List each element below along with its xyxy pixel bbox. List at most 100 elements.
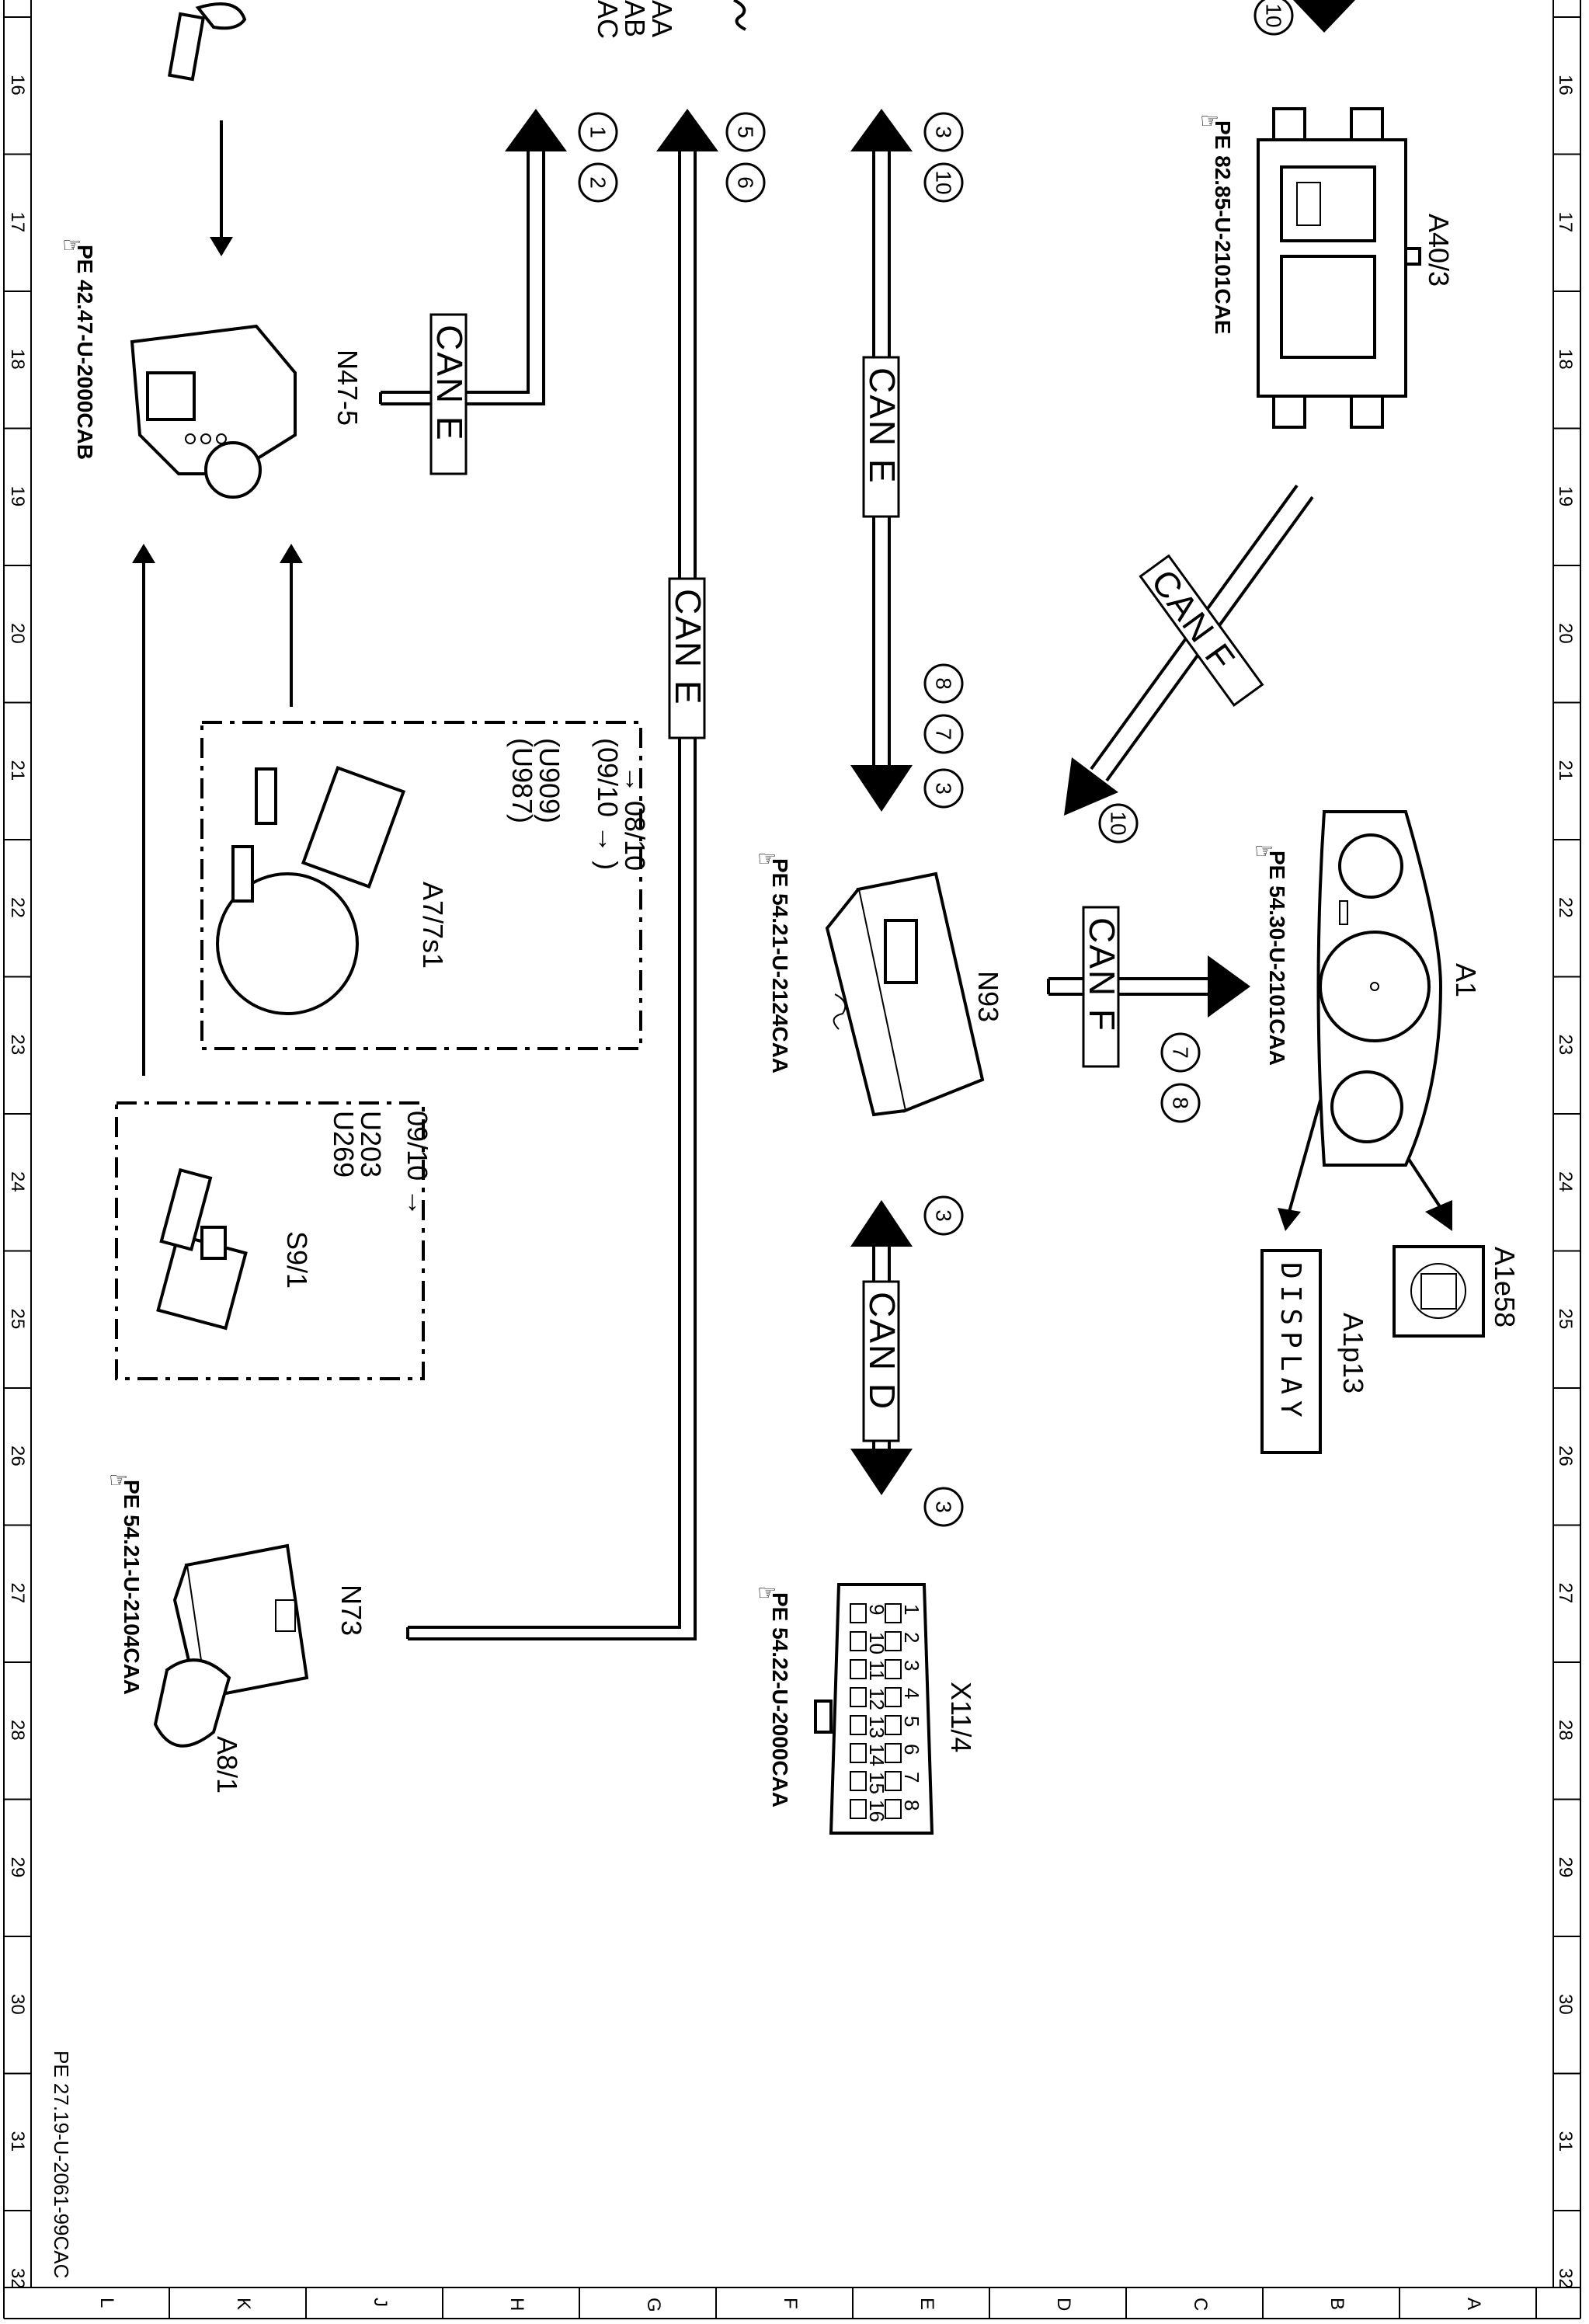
row-label-right: 28 [1555,1720,1576,1741]
a1p13-display-text: DISPLAY [1274,1262,1306,1424]
row-label-left: 32 [7,2268,28,2289]
circle-number-n6: 6 [725,162,766,203]
partial-icon-top [733,0,746,31]
drawing-frame [3,0,1581,2319]
pin-top [885,1771,902,1791]
a8-1-ref: PE 54.21-U-2104CAA [120,1480,144,1695]
top-left-part [167,2,247,82]
row-label-right: 22 [1555,897,1576,918]
circle-number-n10b: 10 [1098,803,1139,844]
tag-can-d: CAN D [862,1280,902,1442]
pin-number: 1 [900,1604,923,1615]
circle-number-n8b: 8 [1160,1083,1201,1123]
column-label: B [1326,2298,1347,2310]
circle-number-n7a: 7 [923,714,964,754]
circle-number-n3c: 3 [923,1195,964,1236]
row-label-left: 23 [7,1035,28,1056]
pin-number: 14 [865,1744,888,1766]
circle-number-n2: 2 [578,162,618,203]
a40-3-radio-unit [1257,107,1421,429]
tag-can-e-center: CAN E [862,356,902,518]
a1-label: A1 [1450,963,1482,997]
tag-can-f-a1: CAN F [1082,906,1122,1068]
row-label-left: 18 [7,349,28,370]
n47-5-ref: PE 42.47-U-2000CAB [73,245,97,460]
row-label-left: 25 [7,1309,28,1330]
column-label: J [370,2298,391,2307]
pin-bottom [850,1659,867,1679]
circle-number-n10a: 10 [923,162,964,203]
svg-text:CAN F: CAN F [1082,917,1122,1032]
a1-instrument-cluster [1316,810,1443,1167]
pin-number: 4 [900,1688,923,1699]
row-label-right: 32 [1555,2268,1576,2289]
n73-ignition-switch [153,1543,309,1748]
a7-7s1-note1: → 08/10 [619,765,651,871]
pin-number: 10 [865,1632,888,1654]
row-label-right: 23 [1555,1035,1576,1056]
row-label-right: 18 [1555,349,1576,370]
svg-text:3: 3 [932,782,956,795]
row-label-right: 16 [1555,75,1576,96]
tag-can-e-n73: CAN E [668,577,708,739]
row-label-right: 26 [1555,1446,1576,1466]
row-label-right: 31 [1555,2131,1576,2152]
n47-5-esp-unit [130,324,297,499]
a7-7s1-note2: (09/10 → ) [592,738,624,870]
n93-ref: PE 54.21-U-2124CAA [768,858,792,1073]
a7-7s1-box [200,721,642,1050]
pin-number: 16 [865,1800,888,1822]
column-label: F [780,2298,801,2309]
pin-bottom [850,1771,867,1791]
a1p13-label: A1p13 [1337,1313,1369,1393]
circle-number-n3b: 3 [923,768,964,809]
pin-number: 2 [900,1632,923,1643]
a7-7s1-note4: (U987) [506,738,538,823]
circle-number-n7b: 7 [1160,1032,1201,1073]
row-label-left: 31 [7,2131,28,2152]
pin-top [885,1659,902,1679]
circle-number-n1: 1 [578,112,618,152]
can-e-line-n47 [379,109,567,405]
tag-can-e-n47: CAN E [429,313,470,475]
pin-bottom [850,1603,867,1623]
column-label: L [96,2298,117,2308]
pin-bottom [850,1743,867,1763]
row-label-right: 29 [1555,1857,1576,1878]
pin-top [885,1799,902,1819]
pin-number: 3 [900,1660,923,1671]
row-label-right: 24 [1555,1171,1576,1192]
circle-number-n5: 5 [725,112,766,152]
pointer-icon: ☞ [757,847,777,871]
pin-number: 9 [865,1604,888,1615]
top-fragment-aa: AA [646,0,678,37]
svg-text:8: 8 [932,677,956,690]
pin-bottom [850,1631,867,1651]
row-label-left: 30 [7,1994,28,2015]
row-label-left: 16 [7,75,28,96]
pointer-icon: ☞ [109,1468,128,1492]
top-fragment-ac: AC [592,0,624,39]
flow-arrows-left [132,120,303,1076]
tag-can-f-diagonal: CAN F [1139,554,1264,707]
pointer-icon: ☞ [1200,109,1219,133]
row-label-right: 21 [1555,760,1576,781]
n73-label: N73 [336,1585,367,1636]
row-label-left: 27 [7,1583,28,1604]
svg-text:1: 1 [586,126,610,138]
pointer-icon: ☞ [757,1581,777,1605]
svg-text:CAN E: CAN E [668,589,708,706]
s9-1-box [115,1101,425,1380]
a7-7s1-note3: (U909) [534,738,565,823]
svg-text:CAN D: CAN D [862,1292,902,1411]
s9-1-label: S9/1 [281,1231,313,1289]
top-fragment-ab: AB [619,0,651,37]
row-label-left: 24 [7,1171,28,1192]
x11-4-ref: PE 54.22-U-2000CAA [768,1592,792,1807]
row-label-right: 25 [1555,1309,1576,1330]
pointer-icon: ☞ [1254,839,1274,863]
pin-top [885,1631,902,1651]
pin-number: 6 [900,1744,923,1755]
